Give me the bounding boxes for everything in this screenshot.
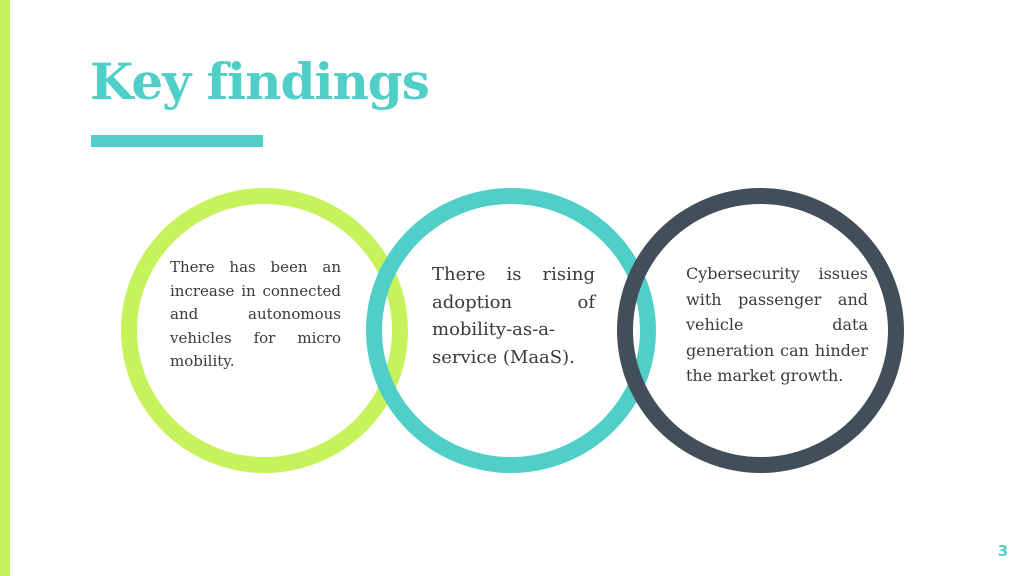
slide-title: Key findings (90, 52, 430, 111)
finding-text-2: There is rising adoption of mobility-as-… (432, 264, 595, 368)
finding-text-3: Cybersecurity issues with passenger and … (686, 264, 868, 385)
page-number: 3 (997, 542, 1009, 560)
title-underline (91, 135, 263, 147)
finding-text-1: There has been an increase in connected … (170, 258, 341, 370)
left-accent-bar (0, 0, 10, 576)
